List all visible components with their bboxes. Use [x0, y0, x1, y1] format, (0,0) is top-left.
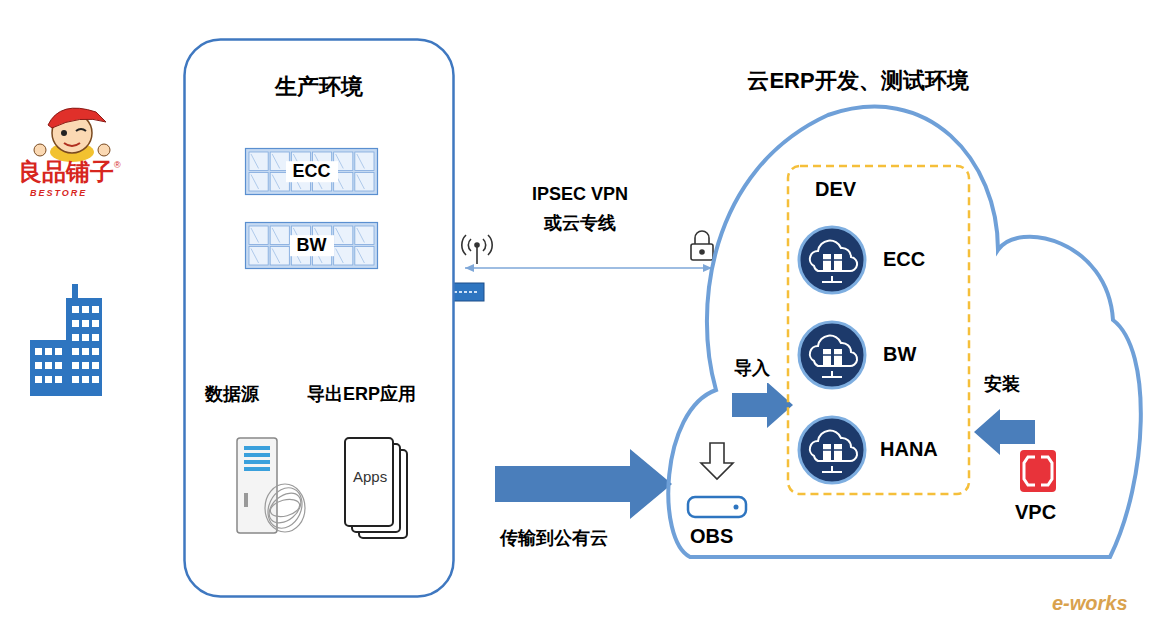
watermark: e-works — [1052, 592, 1128, 615]
node-label: BW — [883, 342, 916, 366]
rack-slot — [249, 247, 268, 266]
block-arrow — [732, 382, 793, 428]
server-circle — [799, 417, 865, 483]
rack-slot — [334, 247, 353, 266]
edge-label: 安装 — [984, 370, 1020, 399]
rack-slot-mark — [251, 228, 259, 243]
rack-slot — [249, 152, 268, 171]
antenna-icon — [462, 235, 492, 264]
block-arrow — [974, 409, 1035, 455]
rack-slot-mark — [272, 249, 280, 264]
rack-slot-mark — [357, 175, 365, 190]
block-arrow — [495, 449, 672, 519]
cloud-region: 云ERP开发、测试环境 DEV ECC BW HANA OBS VPC — [668, 60, 1143, 565]
server-rack: BW — [245, 222, 378, 269]
rack-slot — [270, 226, 289, 245]
node-shape — [795, 320, 965, 390]
rack-slot — [270, 247, 289, 266]
node-shape — [795, 225, 965, 295]
rack-slot — [355, 152, 374, 171]
panel-outline — [185, 40, 454, 597]
rack-slot — [355, 247, 374, 266]
disk-icon — [688, 497, 746, 517]
node-label: ECC — [285, 161, 337, 183]
rack-slot-mark — [336, 249, 344, 264]
edge-label: 传输到公有云 — [500, 524, 608, 553]
building-icon — [30, 284, 102, 396]
storage-icon: OBS — [680, 440, 755, 560]
node-label: BW — [290, 235, 334, 257]
node-shape — [668, 60, 1143, 565]
node-label: 数据源 — [205, 384, 259, 406]
vpc-badge — [1020, 450, 1056, 492]
download-arrow — [701, 443, 733, 479]
rack-slot-mark — [357, 154, 365, 169]
rack-slot-mark — [251, 154, 259, 169]
rack-slot-mark — [251, 249, 259, 264]
registered-mark: ® — [114, 160, 121, 170]
node-text: Apps — [353, 468, 387, 486]
node-label: ECC — [883, 247, 925, 271]
node-label: 云ERP开发、测试环境 — [708, 68, 1008, 94]
app-cards — [345, 438, 407, 538]
rack-slot-mark — [357, 249, 365, 264]
edge-label: IPSEC VPN 或云专线 — [524, 180, 636, 238]
rack-slot-mark — [272, 175, 280, 190]
brand-latin: BESTORE — [30, 188, 87, 198]
server-tower — [237, 438, 308, 534]
rack-slot — [355, 173, 374, 192]
rack-slot-mark — [272, 154, 280, 169]
rack-slot — [355, 226, 374, 245]
brand-name: 良品铺子 — [18, 156, 114, 188]
node-label: DEV — [815, 177, 856, 201]
node-label: OBS — [690, 524, 733, 548]
building-windows — [35, 306, 99, 383]
node-shape — [345, 380, 420, 550]
rack-slot — [334, 226, 353, 245]
vpc-icon: VPC — [1010, 445, 1075, 530]
apps-icon: 导出ERP应用Apps — [345, 380, 420, 550]
cloud-outline — [668, 107, 1141, 557]
server-circle — [799, 227, 865, 293]
edge-label: 导入 — [734, 354, 770, 383]
cloud-server-circle: HANA — [795, 415, 965, 485]
data-source-icon: 数据源 — [200, 380, 285, 540]
rack-body — [246, 223, 378, 269]
server-rack: ECC — [245, 148, 378, 195]
rack-slot-mark — [251, 175, 259, 190]
cloud-server-circle: ECC — [795, 225, 965, 295]
rack-slot-mark — [336, 228, 344, 243]
rack-slot-mark — [272, 228, 280, 243]
lock-icon — [691, 231, 713, 260]
node-label: VPC — [1015, 500, 1056, 524]
server-circle — [799, 322, 865, 388]
rack-slot — [249, 173, 268, 192]
vpn-link — [465, 264, 712, 272]
node-label: HANA — [880, 437, 938, 461]
node-shape — [183, 38, 455, 598]
rack-slot-mark — [357, 228, 365, 243]
dev-group: DEV ECC BW HANA — [787, 165, 970, 495]
node-label: 导出ERP应用 — [307, 384, 416, 406]
rack-body — [246, 149, 378, 195]
mascot-icon — [34, 108, 110, 162]
dev-outline — [788, 166, 969, 494]
node-label: 生产环境 — [183, 74, 455, 100]
environment-panel: 生产环境ECCBW数据源导出ERP应用Apps — [183, 38, 455, 598]
cloud-server-circle: BW — [795, 320, 965, 390]
rack-slot — [249, 226, 268, 245]
